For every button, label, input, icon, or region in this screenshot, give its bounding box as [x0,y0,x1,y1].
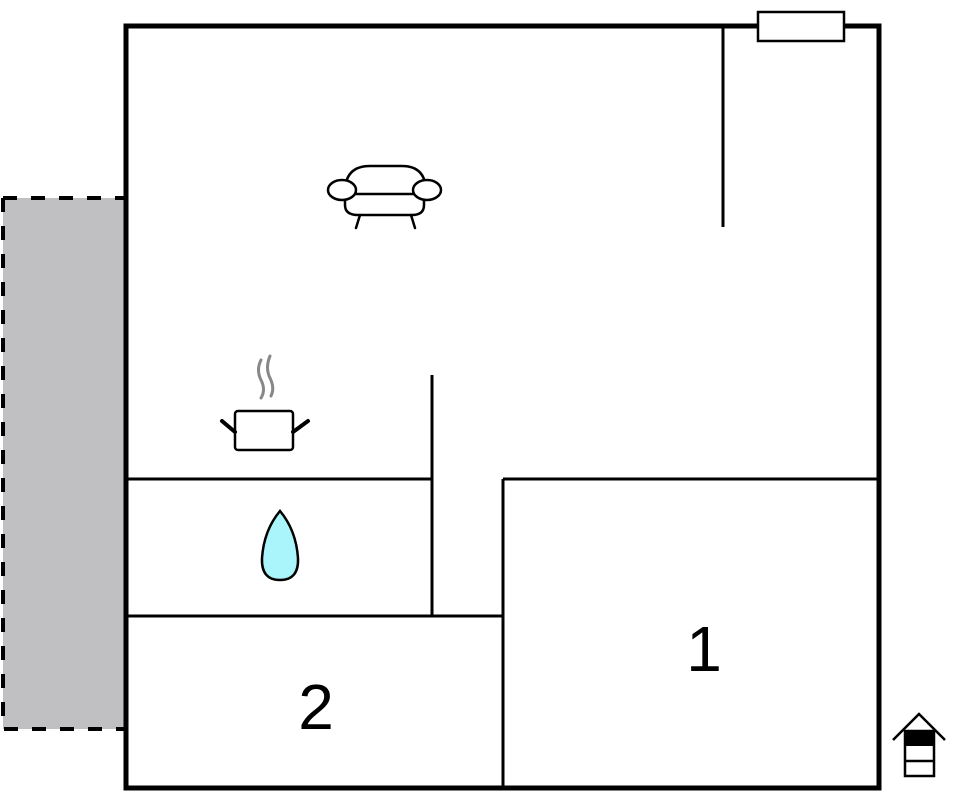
sofa-icon [326,164,443,230]
cooking-pot-icon [220,354,310,452]
terrace [1,196,124,731]
water-drop-icon [260,509,300,582]
room-label-bedroom-2: 2 [298,671,334,743]
interior-walls [128,28,877,786]
floor-level-house-icon [892,712,946,778]
window-icon [756,10,846,43]
outer-wall [123,23,882,791]
room-label-bedroom-1: 1 [686,613,722,685]
